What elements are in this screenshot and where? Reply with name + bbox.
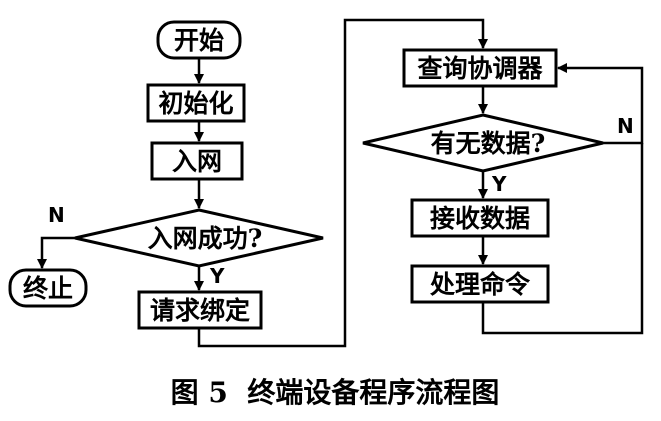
receive-data-label: 接收数据 <box>430 204 530 233</box>
arrow-process-loop <box>481 143 644 335</box>
arrow-nodata-loop <box>557 63 644 145</box>
join-success-decision: 入网成功? <box>74 208 324 268</box>
terminate-node: 终止 <box>8 268 88 308</box>
join-success-label: 入网成功? <box>148 224 263 253</box>
start-node: 开始 <box>156 20 242 60</box>
join-network-label: 入网 <box>172 147 222 176</box>
init-node: 初始化 <box>146 83 246 123</box>
init-label: 初始化 <box>158 89 233 118</box>
process-command-label: 处理命令 <box>429 270 531 299</box>
request-bind-node: 请求绑定 <box>137 290 263 330</box>
has-data-label: 有无数据? <box>431 129 546 158</box>
hasdata-no-label: N <box>617 114 634 138</box>
query-coordinator-label: 查询协调器 <box>417 54 543 83</box>
has-data-decision: 有无数据? <box>362 113 604 173</box>
receive-data-node: 接收数据 <box>410 198 550 238</box>
terminate-label: 终止 <box>23 274 73 303</box>
query-coordinator-node: 查询协调器 <box>402 48 558 88</box>
join-no-label: N <box>48 203 65 227</box>
arrow-decision-terminate <box>37 236 75 269</box>
join-yes-label: Y <box>209 264 225 288</box>
process-command-node: 处理命令 <box>410 264 550 304</box>
request-bind-label: 请求绑定 <box>150 296 250 325</box>
arrow-bind-query <box>197 18 488 348</box>
join-network-node: 入网 <box>150 141 244 181</box>
start-label: 开始 <box>174 26 224 55</box>
hasdata-yes-label: Y <box>491 172 507 196</box>
figure-caption: 图 5 终端设备程序流程图 <box>171 376 500 409</box>
